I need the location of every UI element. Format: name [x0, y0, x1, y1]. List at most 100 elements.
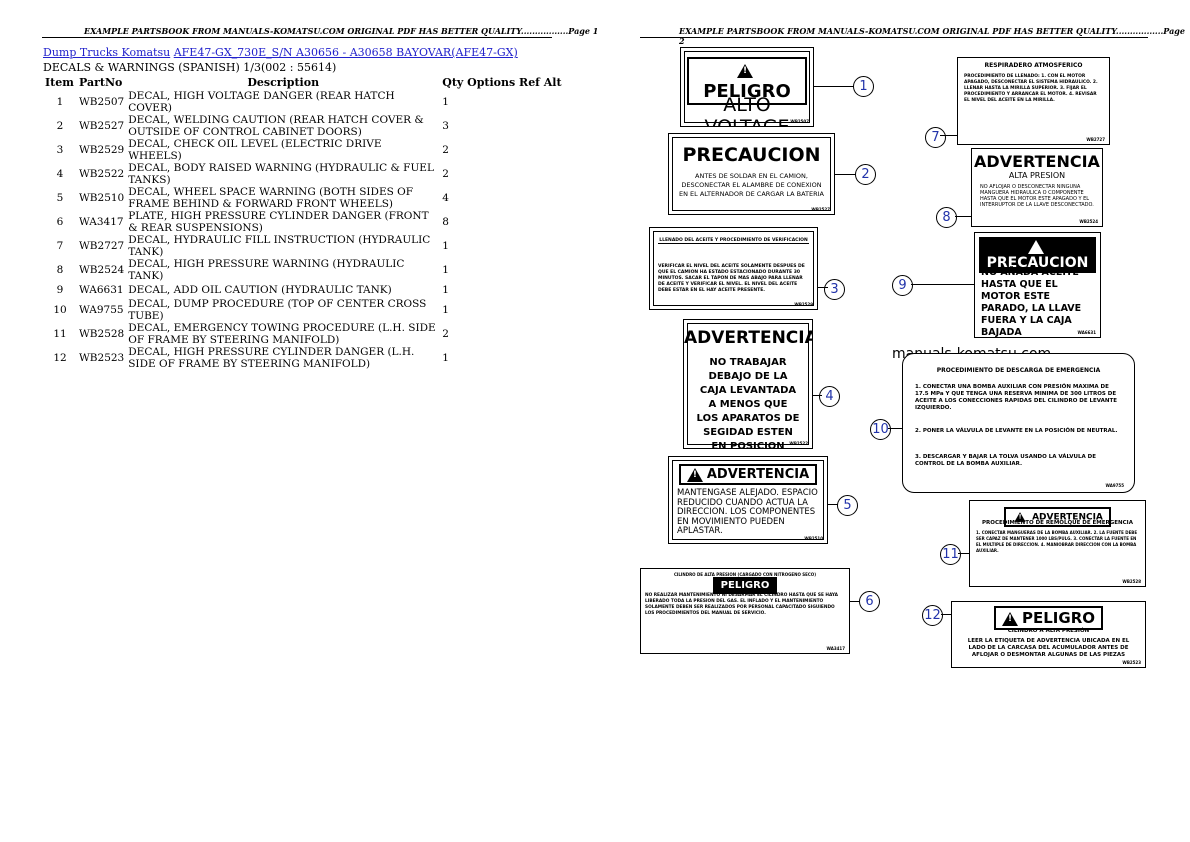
- callout-12[interactable]: 12: [922, 605, 943, 626]
- row-description: DECAL, BODY RAISED WARNING (HYDRAULIC & …: [128, 162, 434, 186]
- row-item: 4: [56, 168, 64, 180]
- decal-text: NO AFLOJAR O DESCONECTAR NINGUNA MANGUER…: [980, 184, 1094, 208]
- decal-code: WB2523: [1122, 660, 1141, 665]
- row-item: 10: [53, 304, 67, 316]
- col-header-alt: Alt: [543, 76, 562, 89]
- decal-12-peligro-cilindro-alta-presion: PELIGRO CILINDRO A ALTA PRESIÓN LEER LA …: [951, 601, 1146, 668]
- peligro-banner: PELIGRO: [712, 577, 778, 594]
- callout-3[interactable]: 3: [824, 279, 845, 300]
- row-qty: 1: [442, 240, 449, 252]
- decal-3-check-oil: LLENADO DEL ACEITE Y PROCEDIMIENTO DE VE…: [649, 227, 818, 310]
- row-item: 2: [56, 120, 64, 132]
- col-header-ref: Ref: [519, 76, 540, 89]
- decal-6-peligro-cilindro: CILINDRO DE ALTA PRESION (CARGADO CON NI…: [640, 568, 850, 654]
- warning-icon: [1014, 511, 1026, 522]
- row-partno: WA9755: [79, 304, 124, 316]
- peligro-banner: PELIGRO: [994, 606, 1103, 630]
- row-description: DECAL, WHEEL SPACE WARNING (BOTH SIDES O…: [128, 186, 414, 210]
- row-qty: 1: [442, 284, 449, 296]
- callout-leader: [958, 553, 969, 554]
- row-partno: WB2523: [79, 352, 125, 364]
- decal-text: 1. CONECTAR MANGUERAS DE LA BOMBA AUXILI…: [976, 530, 1138, 553]
- parts-table: Item PartNo Description Qty Options Ref …: [43, 76, 564, 370]
- row-item: 9: [56, 284, 64, 296]
- decal-header: CILINDRO DE ALTA PRESION (CARGADO CON NI…: [673, 572, 817, 577]
- row-description: DECAL, HIGH VOLTAGE DANGER (REAR HATCH C…: [128, 90, 395, 114]
- header-divider: [640, 37, 1148, 38]
- row-item: 12: [53, 352, 67, 364]
- page1-header: EXAMPLE PARTSBOOK FROM MANUALS-KOMATSU.C…: [84, 26, 599, 36]
- advertencia-banner: ADVERTENCIA: [678, 464, 818, 485]
- callout-4[interactable]: 4: [819, 386, 840, 407]
- decal-step-1: 1. CONECTAR UNA BOMBA AUXILIAR CON PRESI…: [915, 384, 1118, 411]
- decal-step-3: 3. DESCARGAR Y BAJAR LA TOLVA USANDO LA …: [915, 454, 1096, 467]
- row-description: DECAL, DUMP PROCEDURE (TOP OF CENTER CRO…: [128, 298, 427, 322]
- row-partno: WB2524: [79, 264, 125, 276]
- decal-10-descarga-emergencia: PROCEDIMIENTO DE DESCARGA DE EMERGENCIA …: [902, 353, 1135, 493]
- table-row: 10 WA9755 DECAL, DUMP PROCEDURE (TOP OF CE…: [43, 298, 564, 322]
- row-partno: WB2510: [79, 192, 125, 204]
- decal-7-respiradero: RESPIRADERO ATMOSFERICO PROCEDIMIENTO DE…: [957, 57, 1110, 145]
- col-header-qty: Qty: [442, 76, 464, 89]
- decal-title: ADVERTENCIA: [974, 152, 1100, 171]
- decal-1-peligro-alto-voltage: PELIGRO ALTO VOLTAGE WB2507: [680, 47, 814, 127]
- decal-code: WB2527: [811, 207, 830, 212]
- warning-icon: [686, 467, 703, 482]
- callout-8[interactable]: 8: [936, 207, 957, 228]
- decal-code: WB2529: [794, 302, 813, 307]
- row-description: DECAL, HIGH PRESSURE CYLINDER DANGER (L.…: [128, 346, 415, 370]
- callout-9[interactable]: 9: [892, 275, 913, 296]
- row-item: 5: [56, 192, 64, 204]
- peligro-banner: PELIGRO: [687, 57, 807, 105]
- decal-title: PROCEDIMIENTO DE REMOLQUE DE EMERGENCIA: [982, 520, 1133, 526]
- col-header-item: Item: [45, 76, 74, 89]
- decal-text: PROCEDIMIENTO DE LLENADO: 1. CON EL MOTO…: [964, 74, 1098, 103]
- decal-11-remolque-emergencia: ADVERTENCIA PROCEDIMIENTO DE REMOLQUE DE…: [969, 500, 1146, 587]
- breadcrumb-link-dump-trucks[interactable]: Dump Trucks Komatsu: [43, 46, 171, 59]
- row-partno: WA3417: [79, 216, 124, 228]
- row-description: PLATE, HIGH PRESSURE CYLINDER DANGER (FR…: [128, 210, 429, 234]
- col-header-description: Description: [247, 76, 320, 89]
- callout-leader: [814, 86, 854, 87]
- advertencia-banner: ADVERTENCIA: [1004, 506, 1111, 527]
- callout-7[interactable]: 7: [925, 127, 946, 148]
- decal-text: NO TRABAJAR DEBAJO DE LA CAJA LEVANTADA …: [696, 357, 800, 449]
- callout-2[interactable]: 2: [855, 164, 876, 185]
- callout-6[interactable]: 6: [859, 591, 880, 612]
- decal-code: WB2522: [789, 441, 808, 446]
- callout-10[interactable]: 10: [870, 419, 891, 440]
- section-title: DECALS & WARNINGS (SPANISH) 1/3(002 : 55…: [43, 61, 337, 74]
- row-qty: 4: [442, 192, 449, 204]
- row-item: 3: [56, 144, 64, 156]
- breadcrumb-link-model[interactable]: AFE47-GX_730E_S/N A30656 - A30658 BAYOVA…: [173, 46, 518, 59]
- row-description: DECAL, CHECK OIL LEVEL (ELECTRIC DRIVE W…: [128, 138, 382, 162]
- decal-code: WA3417: [826, 646, 845, 651]
- row-qty: 2: [442, 168, 449, 180]
- callout-leader: [835, 174, 856, 175]
- row-description: DECAL, ADD OIL CAUTION (HYDRAULIC TANK): [128, 284, 392, 296]
- col-header-partno: PartNo: [79, 76, 123, 89]
- decal-text: NO AÑADA ACEITE HASTA QUE EL MOTOR ESTE …: [981, 267, 1082, 338]
- row-item: 8: [56, 264, 64, 276]
- callout-11[interactable]: 11: [940, 544, 961, 565]
- callout-5[interactable]: 5: [837, 495, 858, 516]
- row-qty: 3: [442, 120, 449, 132]
- row-qty: 1: [442, 264, 449, 276]
- decal-title: RESPIRADERO ATMOSFERICO: [984, 62, 1083, 69]
- decal-subtitle: ALTA PRESION: [1008, 171, 1066, 180]
- row-description: DECAL, EMERGENCY TOWING PROCEDURE (L.H. …: [128, 322, 436, 346]
- callout-leader: [940, 135, 957, 136]
- callout-1[interactable]: 1: [853, 76, 874, 97]
- row-partno: WB2528: [79, 328, 125, 340]
- decal-title: PROCEDIMIENTO DE DESCARGA DE EMERGENCIA: [936, 367, 1101, 374]
